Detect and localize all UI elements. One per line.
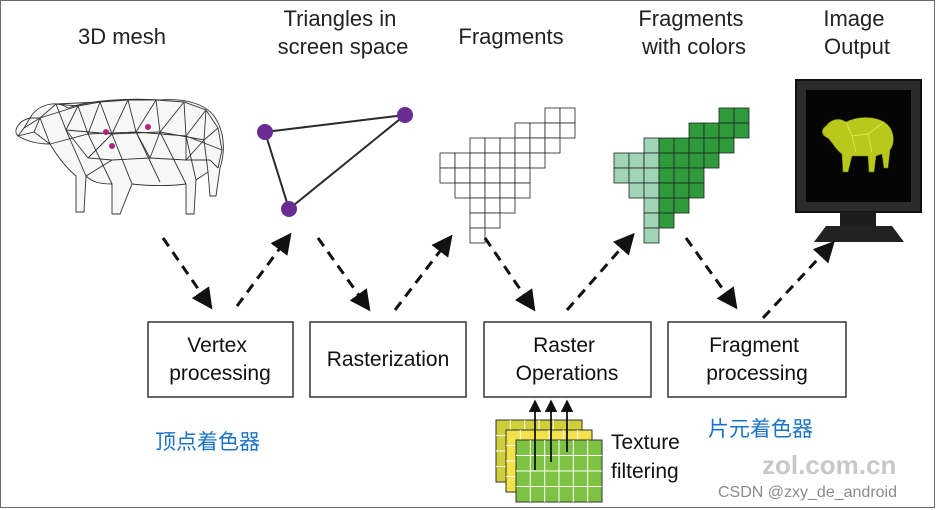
arrow-raster-to-fragments [393,234,453,311]
process-box-fragment: Fragment processing [667,321,847,398]
credit-text: CSDN @zxy_de_android [718,484,897,501]
arrow-vertex-to-triangles [235,232,292,307]
vertex-highlight [109,143,115,149]
stage-label-output: Image Output [823,6,890,59]
vertex-dot [257,124,273,140]
arrow-mesh-to-vertex [161,237,213,310]
watermark-text: zol.com.cn [762,450,896,480]
texture-arrows [528,399,574,470]
process-box-vertex: Vertex processing [147,321,294,398]
stage-label-colored: Fragments with colors [638,6,749,59]
process-box-raster-operations: Raster Operations [483,321,652,398]
cow-mesh-image [15,98,224,215]
texture-label: Texture filtering [611,431,686,483]
svg-text:Raster Operations: Raster Operations [516,334,619,385]
arrow-rops-to-colored [565,232,635,311]
texture-stack [495,419,603,503]
flow-arrows [161,232,835,320]
rendered-cow [822,117,894,173]
arrow-triangles-to-raster [316,237,371,312]
svg-text:Vertex processing: Vertex processing [169,334,271,385]
stage-label-fragments: Fragments [458,24,563,49]
screen-space-triangle [257,107,413,217]
svg-text:Fragment processing: Fragment processing [706,334,808,385]
fragment-grid [439,107,576,244]
colored-fragment-grid [613,107,750,244]
fragment-shader-annotation: 片元着色器 [708,417,813,441]
vertex-shader-annotation: 顶点着色器 [155,430,260,454]
arrow-colored-to-fragment [684,237,738,310]
vertex-highlight [103,129,109,135]
vertex-highlight [145,124,151,130]
monitor-image [795,79,922,242]
process-box-rasterization: Rasterization [309,321,467,398]
stage-label-mesh: 3D mesh [78,24,166,49]
vertex-dot [397,107,413,123]
arrow-fragment-to-output [761,240,835,320]
stage-label-triangles: Triangles in screen space [278,6,409,59]
arrow-fragments-to-rops [483,237,536,312]
vertex-dot [281,201,297,217]
svg-text:Rasterization: Rasterization [327,348,450,371]
